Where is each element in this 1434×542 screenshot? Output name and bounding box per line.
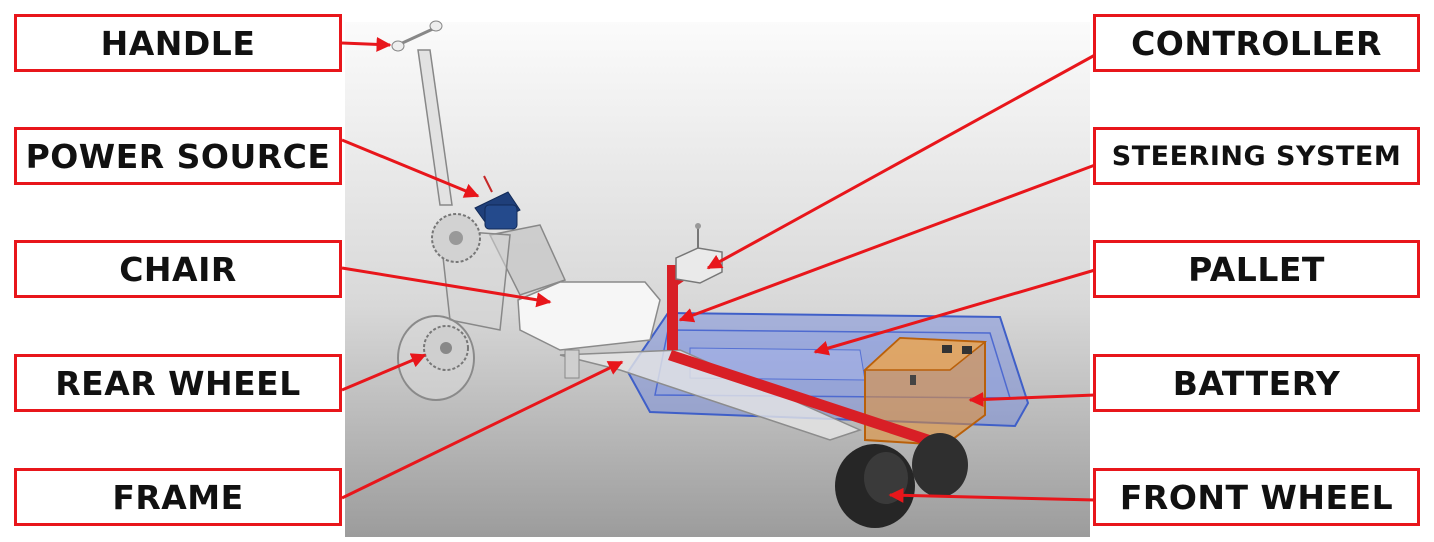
label-handle: HANDLE <box>14 14 342 72</box>
label-battery: BATTERY <box>1093 354 1420 412</box>
chair-seat-shape <box>517 281 661 351</box>
label-steering-system: STEERING SYSTEM <box>1093 127 1420 185</box>
label-power-source: POWER SOURCE <box>14 127 342 185</box>
power-source-shape <box>431 175 521 263</box>
rear-wheel-shape <box>397 315 475 401</box>
label-frame: FRAME <box>14 468 342 526</box>
leader-lines <box>341 36 1096 503</box>
handle-shape <box>391 20 453 206</box>
label-front-wheel: FRONT WHEEL <box>1093 468 1420 526</box>
label-chair: CHAIR <box>14 240 342 298</box>
label-controller: CONTROLLER <box>1093 14 1420 72</box>
battery-shape <box>863 336 988 447</box>
label-rear-wheel: REAR WHEEL <box>14 354 342 412</box>
label-pallet: PALLET <box>1093 240 1420 298</box>
